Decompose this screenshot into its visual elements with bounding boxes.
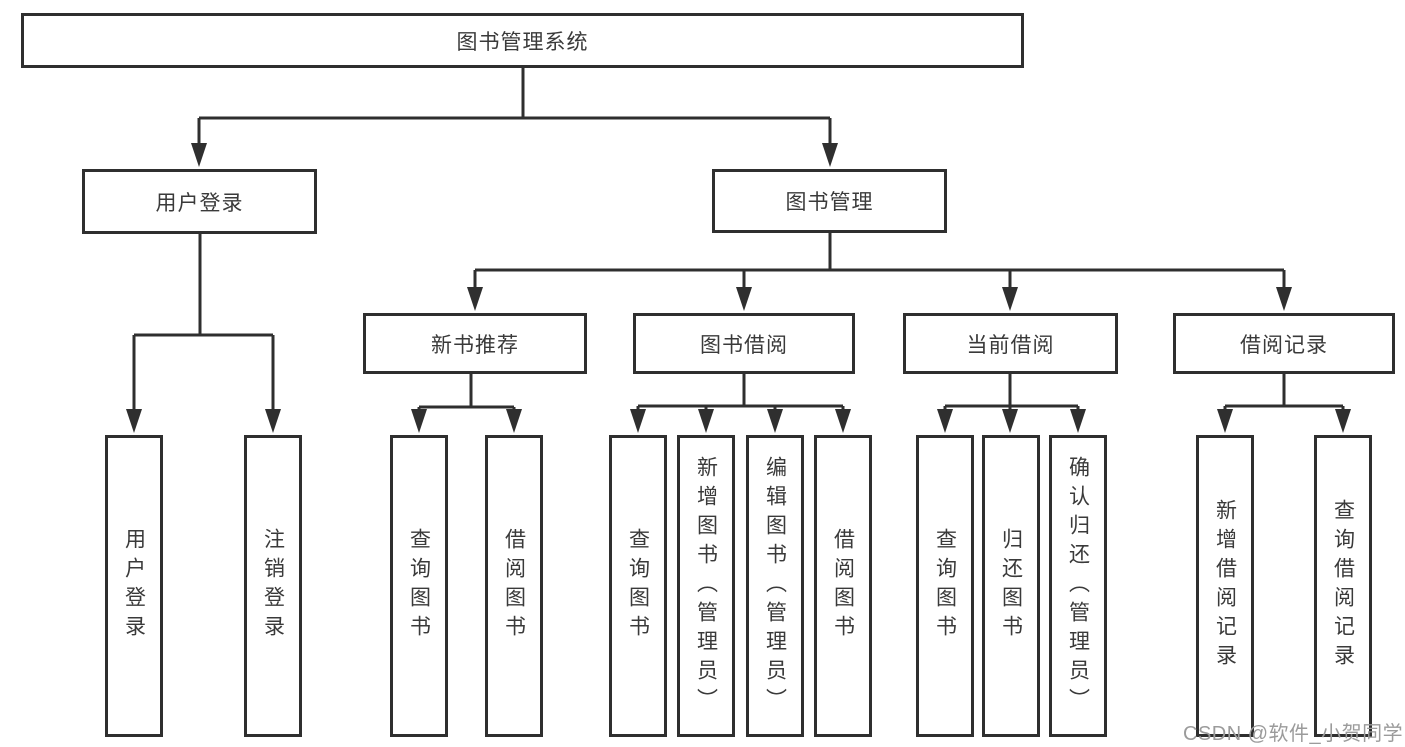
arrowheads [126,143,1351,433]
node-label: 归还图书 [999,528,1023,644]
node-label: 确认归还（管理员） [1066,455,1090,717]
node-user-login: 用户登录 [82,169,317,234]
node-label: 借阅图书 [831,528,855,644]
node-label: 注销登录 [261,528,285,644]
node-borrowing-records: 借阅记录 [1173,313,1395,374]
leaf-nbr-borrow-books: 借阅图书 [485,435,543,737]
connector-userlogin-to-leaves [132,234,275,415]
node-label: 查询图书 [407,528,431,644]
node-label: 用户登录 [122,528,146,644]
leaf-bb-borrow-books: 借阅图书 [814,435,872,737]
connector-newrec-to-leaves [417,374,516,415]
leaf-br-add-record: 新增借阅记录 [1196,435,1254,737]
node-label: 编辑图书（管理员） [763,455,787,717]
connector-root-to-level1 [197,68,832,149]
leaf-user-login: 用户登录 [105,435,163,737]
connector-curborrow-to-leaves [943,374,1080,415]
connector-bookborrow-to-leaves [636,374,845,415]
leaf-bb-query-books: 查询图书 [609,435,667,737]
leaf-nbr-query-books: 查询图书 [390,435,448,737]
node-book-management: 图书管理 [712,169,947,233]
leaf-cb-return-books: 归还图书 [982,435,1040,737]
leaf-br-query-record: 查询借阅记录 [1314,435,1372,737]
leaf-bb-add-books-admin: 新增图书（管理员） [677,435,735,737]
node-label: 查询借阅记录 [1331,499,1355,673]
leaf-cb-query-books: 查询图书 [916,435,974,737]
leaf-cb-confirm-return-admin: 确认归还（管理员） [1049,435,1107,737]
leaf-logout: 注销登录 [244,435,302,737]
csdn-watermark: CSDN @软件_小贺同学 [1183,723,1404,745]
node-new-book-recommendation: 新书推荐 [363,313,587,374]
node-label: 借阅图书 [502,528,526,644]
leaf-bb-edit-books-admin: 编辑图书（管理员） [746,435,804,737]
node-label: 新增借阅记录 [1213,499,1237,673]
node-current-borrowing: 当前借阅 [903,313,1118,374]
node-label: 新增图书（管理员） [694,455,718,717]
node-label: 查询图书 [933,528,957,644]
connector-records-to-leaves [1223,374,1345,415]
connector-bookmgmt-to-level2 [473,233,1286,293]
node-library-management-system: 图书管理系统 [21,13,1024,68]
node-label: 查询图书 [626,528,650,644]
node-book-borrowing: 图书借阅 [633,313,855,374]
